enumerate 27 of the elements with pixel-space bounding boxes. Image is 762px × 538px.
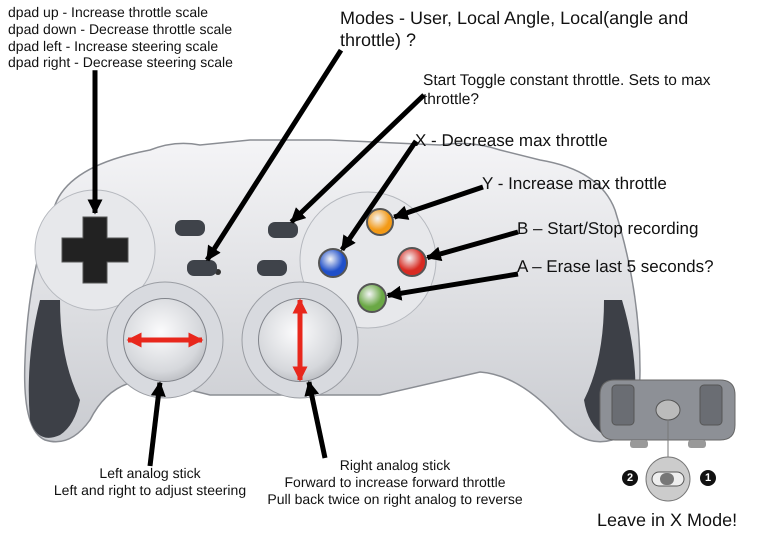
callout-number: 1 <box>700 470 716 486</box>
arrow <box>340 140 418 252</box>
annotation-line: Left analog stick <box>98 465 202 482</box>
annotation-line: dpad up - Increase throttle scale <box>8 4 210 21</box>
arrow <box>88 70 102 214</box>
note-text: Leave in X Mode! <box>597 510 738 531</box>
annotation-line: dpad down - Decrease throttle scale <box>8 20 234 38</box>
annotation-line: Right analog stick <box>338 457 452 474</box>
arrow <box>148 381 166 466</box>
annotation-text: Modes - User, Local Angle, Local(angle and throttle) ? <box>340 8 750 52</box>
arrow <box>426 230 519 262</box>
arrow <box>205 48 344 262</box>
arrow <box>290 93 426 224</box>
arrow <box>386 272 518 301</box>
small-button <box>187 260 217 276</box>
arrow <box>304 380 328 459</box>
small-button <box>268 222 298 238</box>
arrow <box>392 184 484 220</box>
annotation-text: A – Erase last 5 seconds? <box>517 257 757 278</box>
annotation-text: Y - Increase max throttle <box>482 174 712 194</box>
annotation-line: dpad right - Decrease steering scale <box>8 54 234 72</box>
annotation-text: Start Toggle constant throttle. Sets to max throttle? <box>423 72 758 110</box>
annotation-text: B – Start/Stop recording <box>517 219 747 240</box>
annotation-line: dpad left - Increase steering scale <box>8 38 220 54</box>
annotation-line: Forward to increase forward throttle <box>284 474 506 491</box>
callout-number: 2 <box>622 470 638 486</box>
annotation-text: X - Decrease max throttle <box>415 131 645 152</box>
